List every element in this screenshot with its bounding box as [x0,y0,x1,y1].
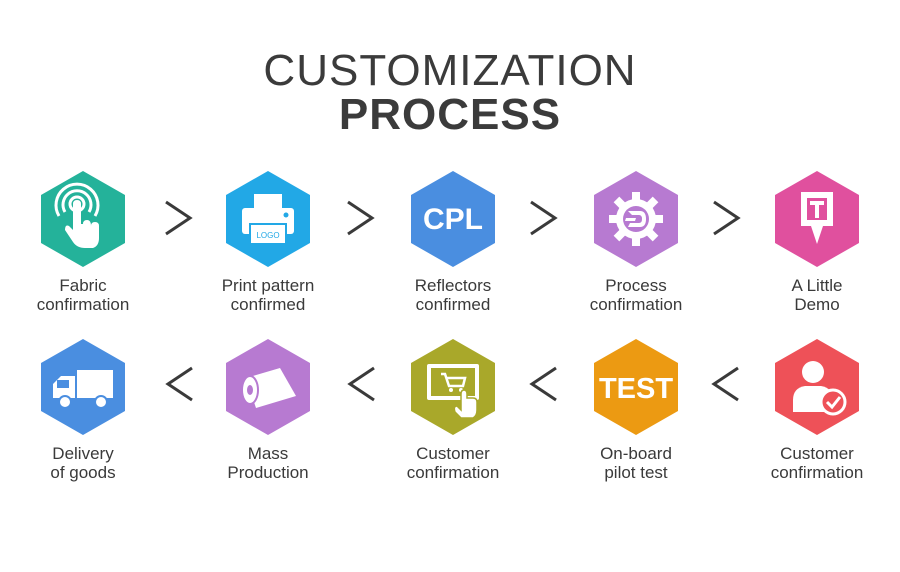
title-line-2: PROCESS [338,90,562,139]
printer-logo-text: LOGO [256,231,279,240]
arrow-right-icon [158,196,198,240]
test-text-icon: TEST [590,336,682,438]
monitor-cart-icon [407,336,499,438]
fabric-roll-icon [222,336,314,438]
arrow-left-icon [706,362,746,406]
printer-icon: LOGO [222,168,314,270]
map-pin-icon [771,168,863,270]
arrow-right-icon [523,196,563,240]
arrow-right-icon [340,196,380,240]
truck-icon [37,336,129,438]
cpl-text-icon: CPL [407,168,499,270]
user-check-icon [771,336,863,438]
arrow-left-icon [524,362,564,406]
gear-icon [590,168,682,270]
arrow-left-icon [342,362,382,406]
touch-icon [37,168,129,270]
arrow-right-icon [706,196,746,240]
svg-text:TEST: TEST [599,373,673,405]
arrow-left-icon [160,362,200,406]
title-line-1: CUSTOMIZATION [263,46,637,95]
svg-text:CPL: CPL [423,203,483,236]
